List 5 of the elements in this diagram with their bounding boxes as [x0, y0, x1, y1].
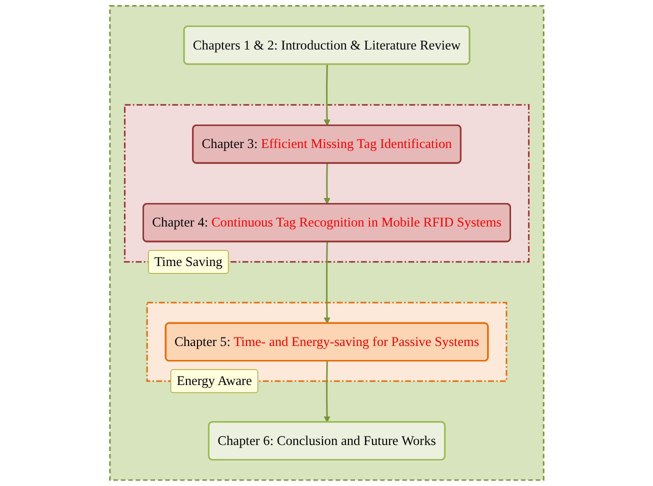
arrow — [324, 64, 330, 126]
cluster — [108, 5, 544, 481]
arrow — [324, 361, 330, 423]
arrow — [324, 163, 330, 204]
arrow — [324, 242, 330, 324]
